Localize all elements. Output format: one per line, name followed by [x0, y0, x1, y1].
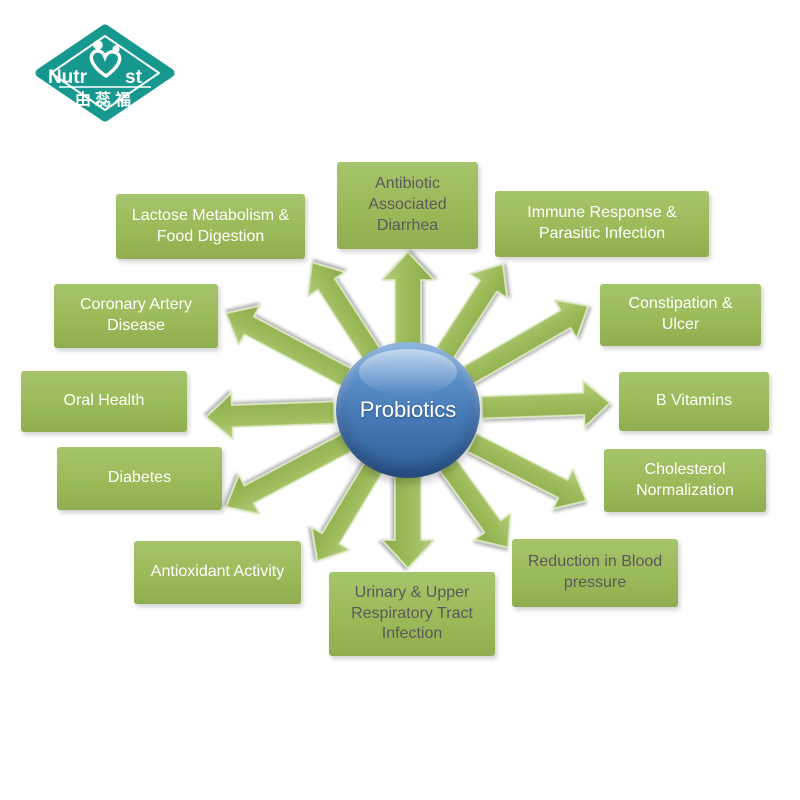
- benefit-box-antibiotic-associated-diarrhea: Antibiotic Associated Diarrhea: [337, 162, 478, 249]
- center-label: Probiotics: [359, 397, 457, 422]
- arrow-to-urinary-upper-respiratory-tract-infection: [381, 475, 435, 569]
- arrow-to-coronary-artery-disease: [225, 305, 352, 387]
- arrow-to-antibiotic-associated-diarrhea: [381, 251, 435, 345]
- benefit-box-antioxidant-activity: Antioxidant Activity: [134, 541, 301, 604]
- heart-people-icon: [89, 40, 122, 78]
- benefit-box-constipation-ulcer: Constipation & Ulcer: [600, 284, 761, 346]
- benefit-box-lactose-metabolism-food-digestion: Lactose Metabolism & Food Digestion: [116, 194, 305, 259]
- benefit-box-b-vitamins: B Vitamins: [619, 372, 769, 431]
- arrow-to-oral-health: [205, 392, 336, 440]
- benefit-box-immune-response-parasitic-infection: Immune Response & Parasitic Infection: [495, 191, 709, 257]
- arrow-to-b-vitamins: [480, 380, 611, 428]
- probiotics-center-node: Probiotics: [336, 342, 480, 478]
- logo-brand-right: st: [125, 67, 143, 88]
- arrow-to-antioxidant-activity: [311, 460, 384, 562]
- benefit-box-cholesterol-normalization: Cholesterol Normalization: [604, 449, 766, 512]
- logo-diamond-inner-outline: [50, 35, 160, 111]
- arrow-to-diabetes: [225, 433, 352, 515]
- arrow-to-immune-response-parasitic-infection: [435, 263, 508, 360]
- benefit-box-oral-health: Oral Health: [21, 371, 187, 432]
- arrow-to-constipation-ulcer: [462, 299, 589, 385]
- benefit-box-diabetes: Diabetes: [57, 447, 222, 510]
- benefit-box-coronary-artery-disease: Coronary Artery Disease: [54, 284, 218, 348]
- arrow-to-cholesterol-normalization: [466, 432, 588, 510]
- gloss-highlight: [359, 348, 457, 396]
- benefit-box-reduction-in-blood-pressure: Reduction in Blood pressure: [512, 539, 678, 607]
- logo-brand-left: Nutr: [48, 67, 88, 88]
- logo-diamond: [35, 24, 175, 122]
- benefit-box-urinary-upper-respiratory-tract-infection: Urinary & Upper Respiratory Tract Infect…: [329, 572, 495, 656]
- nutrifirst-logo: Nutr st 由蕊福: [35, 24, 175, 122]
- arrow-to-reduction-in-blood-pressure: [439, 458, 512, 549]
- logo-chinese-text: 由蕊福: [75, 90, 135, 109]
- arrow-to-lactose-metabolism-food-digestion: [307, 261, 382, 361]
